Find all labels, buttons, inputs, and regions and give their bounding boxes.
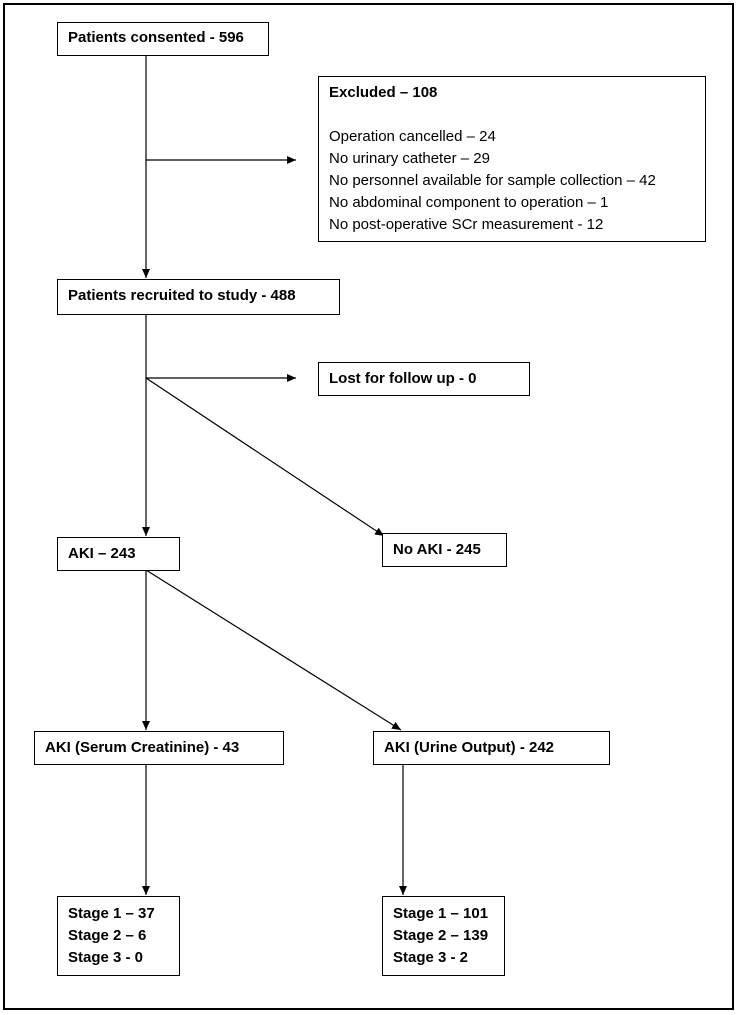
lost-box: Lost for follow up - 0 <box>318 362 530 396</box>
consented-box: Patients consented - 596 <box>57 22 269 56</box>
scr-stage: Stage 2 – 6 <box>68 927 147 944</box>
aki-scr-label: AKI (Serum Creatinine) - 43 <box>45 739 240 756</box>
no-aki-box: No AKI - 245 <box>382 533 507 567</box>
aki-label: AKI – 243 <box>68 545 136 562</box>
excluded-title: Excluded – 108 <box>329 84 438 101</box>
scr-stage: Stage 3 - 0 <box>68 949 144 966</box>
uo-stage: Stage 3 - 2 <box>393 949 469 966</box>
uo-stages-box: Stage 1 – 101 Stage 2 – 139 Stage 3 - 2 <box>382 896 505 976</box>
aki-box: AKI – 243 <box>57 537 180 571</box>
uo-stage: Stage 1 – 101 <box>393 905 489 922</box>
excluded-reason: No urinary catheter – 29 <box>329 150 490 167</box>
recruited-box: Patients recruited to study - 488 <box>57 279 340 315</box>
excluded-box: Excluded – 108 Operation cancelled – 24 … <box>318 76 706 242</box>
excluded-reason: No abdominal component to operation – 1 <box>329 194 609 211</box>
figure-frame <box>3 3 734 1010</box>
consented-label: Patients consented - 596 <box>68 29 244 46</box>
no-aki-label: No AKI - 245 <box>393 541 481 558</box>
arrow-aki-to-uo <box>145 569 402 731</box>
aki-uo-label: AKI (Urine Output) - 242 <box>384 739 555 756</box>
excluded-reason: Operation cancelled – 24 <box>329 128 496 145</box>
scr-stage: Stage 1 – 37 <box>68 905 155 922</box>
scr-stages-box: Stage 1 – 37 Stage 2 – 6 Stage 3 - 0 <box>57 896 180 976</box>
excluded-reason: No post-operative SCr measurement - 12 <box>329 216 604 233</box>
arrow-to-no-aki <box>145 377 385 537</box>
lost-label: Lost for follow up - 0 <box>329 370 477 387</box>
recruited-label: Patients recruited to study - 488 <box>68 287 296 304</box>
aki-uo-box: AKI (Urine Output) - 242 <box>373 731 610 765</box>
excluded-reason: No personnel available for sample collec… <box>329 172 656 189</box>
uo-stage: Stage 2 – 139 <box>393 927 489 944</box>
aki-scr-box: AKI (Serum Creatinine) - 43 <box>34 731 284 765</box>
